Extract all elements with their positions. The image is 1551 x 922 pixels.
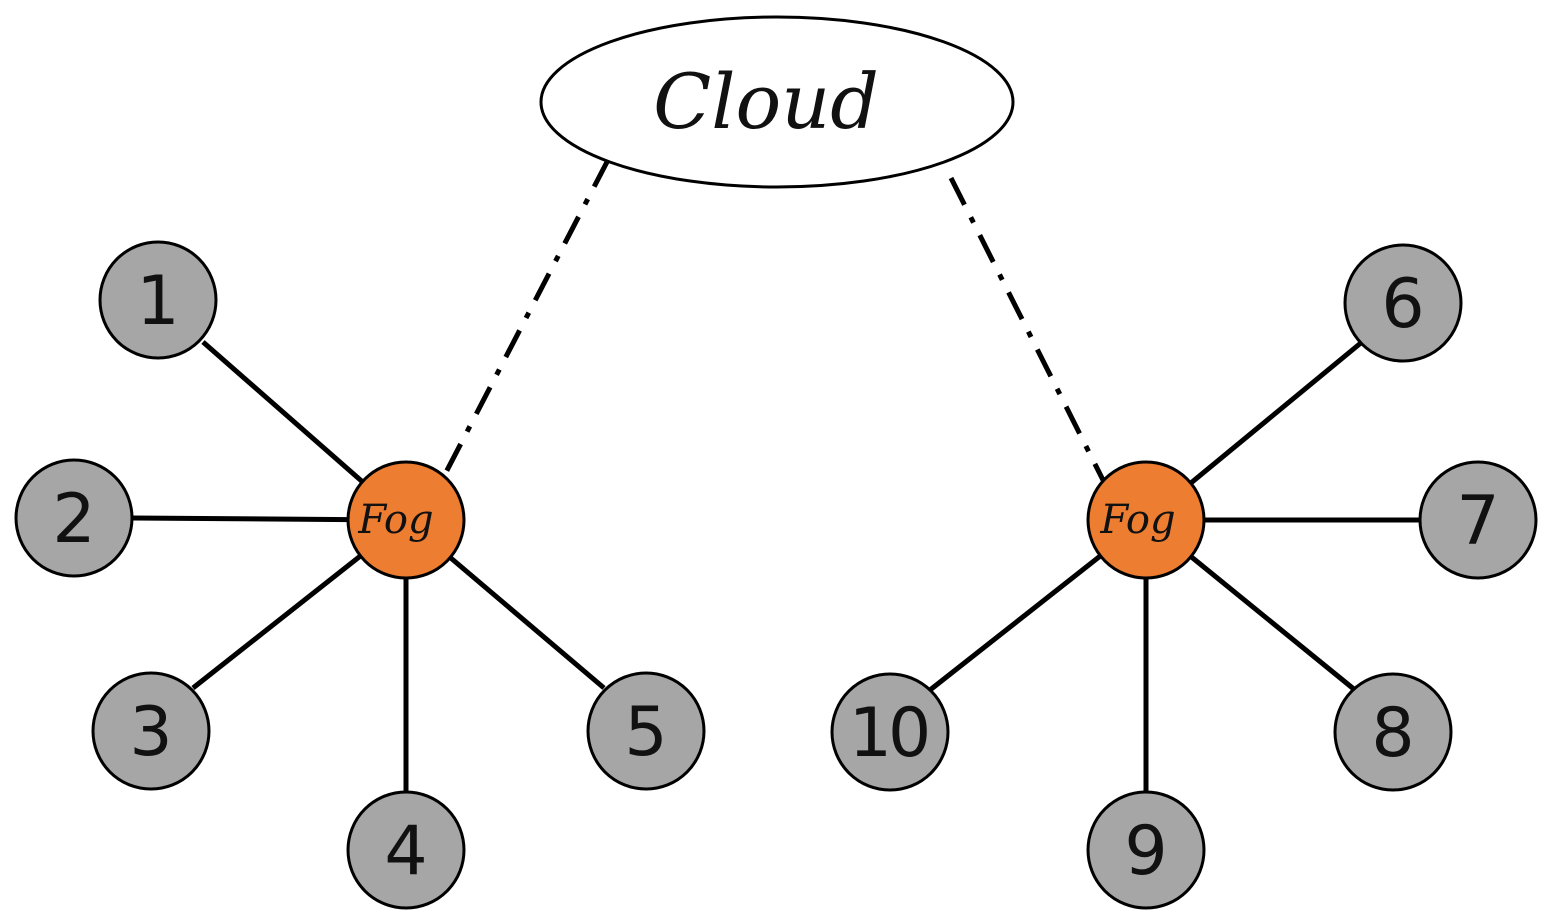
fog-label-right: Fog (1099, 497, 1175, 543)
device-node-9: 9 (1086, 790, 1206, 910)
device-circle-4 (346, 790, 466, 910)
device-label-7: 7 (1456, 482, 1499, 561)
device-circle-3 (91, 671, 211, 791)
device-node-2: 2 (14, 458, 134, 578)
device-label-8: 8 (1371, 694, 1414, 773)
device-node-3: 3 (91, 671, 211, 791)
fog-circle-left (346, 460, 466, 580)
device-label-3: 3 (129, 693, 172, 772)
device-links (132, 340, 1420, 792)
fog-node-left: Fog (346, 460, 466, 580)
cloud-label: Cloud (653, 57, 879, 146)
device-circle-5 (586, 671, 706, 791)
device-node-4: 4 (346, 790, 466, 910)
fog-circle-right (1086, 460, 1206, 580)
device-label-9: 9 (1124, 812, 1167, 891)
device-node-7: 7 (1418, 460, 1538, 580)
device-label-1: 1 (136, 262, 179, 341)
device-label-10: 10 (849, 694, 928, 773)
device-circle-2 (14, 458, 134, 578)
device-node-8: 8 (1333, 672, 1453, 792)
fog-label-left: Fog (357, 497, 433, 543)
cloud-links (439, 158, 1106, 482)
device-circle-10 (830, 672, 950, 792)
device-node-10: 10 (830, 672, 950, 792)
device-node-1: 1 (98, 240, 218, 360)
device-circle-9 (1086, 790, 1206, 910)
device-node-5: 5 (586, 671, 706, 791)
device-circle-6 (1343, 243, 1463, 363)
device-label-4: 4 (384, 812, 427, 891)
device-circle-7 (1418, 460, 1538, 580)
device-circle-8 (1333, 672, 1453, 792)
fog-node-right: Fog (1086, 460, 1206, 580)
cloud-node: Cloud (539, 15, 1015, 189)
device-label-2: 2 (52, 480, 95, 559)
cloud-link-fog-left (439, 158, 611, 482)
cloud-ellipse (539, 15, 1015, 189)
device-circle-1 (98, 240, 218, 360)
device-node-6: 6 (1343, 243, 1463, 363)
device-label-6: 6 (1381, 265, 1424, 344)
device-label-5: 5 (624, 693, 667, 772)
cloud-link-fog-right (948, 176, 1106, 482)
